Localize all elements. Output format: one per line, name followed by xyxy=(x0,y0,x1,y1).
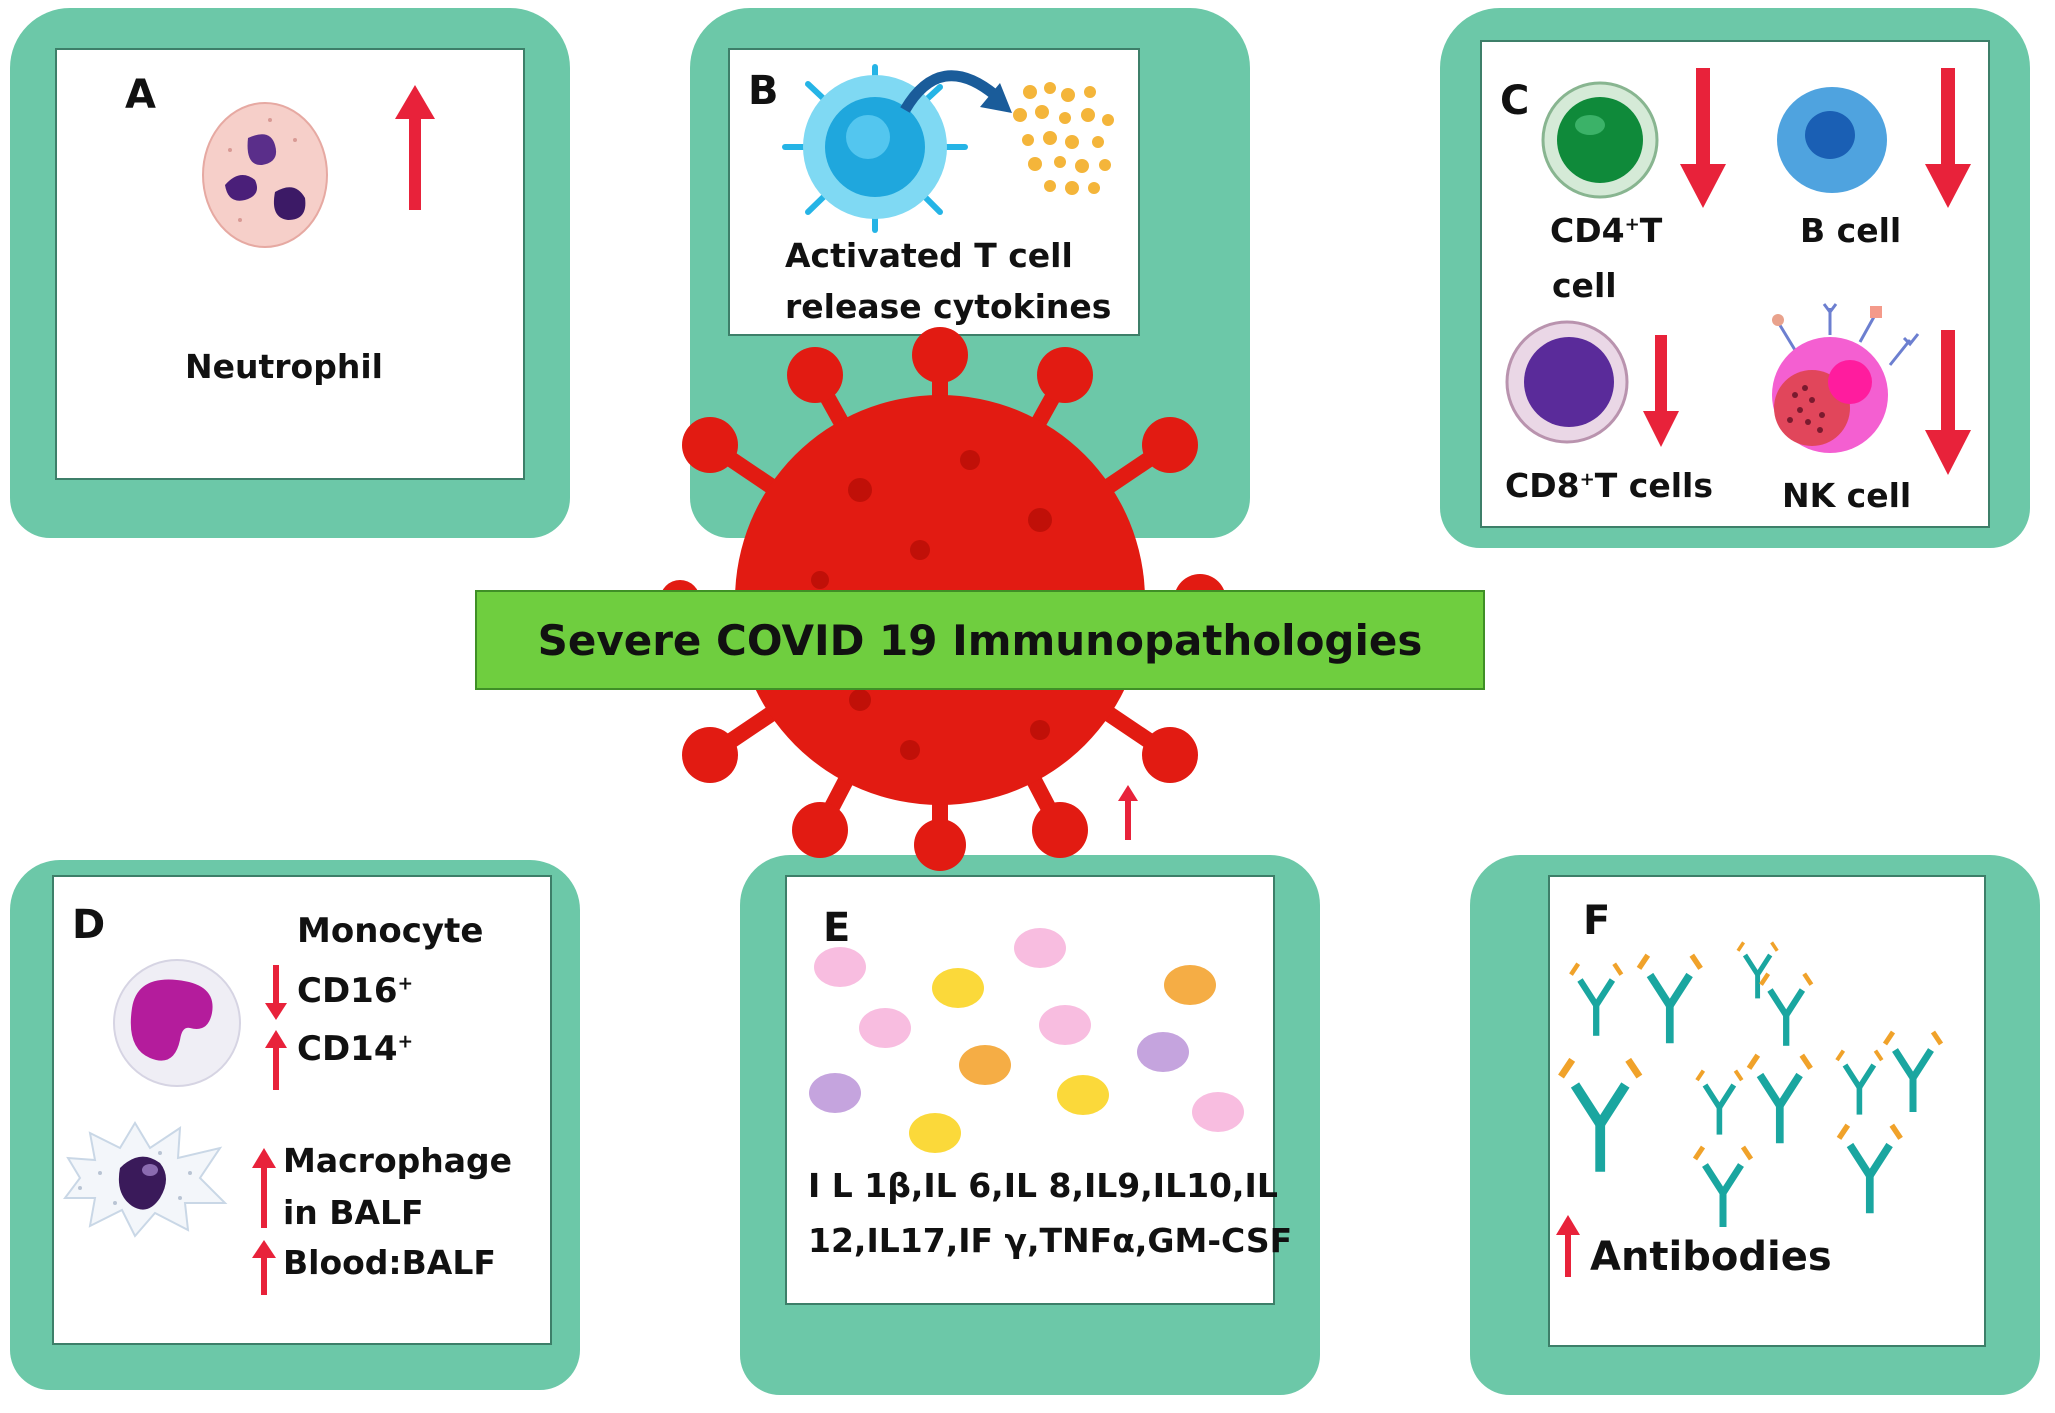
panel-f-letter: F xyxy=(1583,898,1611,944)
panel-d xyxy=(52,875,552,1345)
cd14-label: CD14+ xyxy=(297,1029,414,1069)
neutrophil-up-arrow-icon xyxy=(395,85,435,210)
antibodies-label: Antibodies xyxy=(1590,1234,1832,1280)
cytokine-dots-icon xyxy=(809,928,1244,1153)
cd8-down-arrow-icon xyxy=(1643,335,1679,447)
cd8-label: CD8+T cells xyxy=(1505,466,1713,505)
in-balf-label: in BALF xyxy=(283,1193,424,1232)
macrophage-label: Macrophage xyxy=(283,1141,513,1180)
neutrophil-label: Neutrophil xyxy=(185,347,383,386)
panel-b-line1: Activated T cell xyxy=(785,236,1073,275)
cytokine-cluster-icon xyxy=(1013,82,1114,195)
blood-balf-up-arrow-icon xyxy=(252,1240,276,1295)
blood-balf-label: Blood:BALF xyxy=(283,1243,496,1282)
monocyte-label: Monocyte xyxy=(297,911,484,951)
panel-b-letter: B xyxy=(748,68,779,114)
cd16-label: CD16+ xyxy=(297,971,414,1011)
cd14-up-arrow-icon xyxy=(265,1030,287,1090)
panel-e-letter: E xyxy=(823,905,851,951)
cd4-down-arrow-icon xyxy=(1680,68,1726,208)
cd4-t-cell-icon xyxy=(1541,81,1659,199)
monocyte-icon xyxy=(113,959,241,1087)
activated-t-cell-icon xyxy=(782,64,968,233)
b-cell-icon xyxy=(1777,87,1887,193)
banner-title: Severe COVID 19 Immunopathologies xyxy=(475,590,1485,690)
cd4-label-line2: cell xyxy=(1552,266,1617,305)
macrophage-up-arrow-icon xyxy=(252,1148,276,1228)
release-arrow-icon xyxy=(900,70,1012,113)
neutrophil-icon xyxy=(202,102,328,248)
bcell-down-arrow-icon xyxy=(1925,68,1971,208)
panel-d-letter: D xyxy=(72,902,106,948)
cd8-t-cell-icon xyxy=(1505,320,1629,444)
nk-label: NK cell xyxy=(1782,476,1912,515)
antibodies-up-arrow-icon xyxy=(1556,1215,1580,1277)
small-up-arrow-icon xyxy=(1118,785,1138,840)
macrophage-icon xyxy=(63,1121,228,1238)
cd16-down-arrow-icon xyxy=(265,965,287,1020)
panel-a-letter: A xyxy=(125,72,156,118)
antibody-icon xyxy=(1555,935,1975,1225)
cytokines-line2: 12,IL17,IF γ,TNFα,GM-CSF xyxy=(808,1221,1293,1260)
cd4-label-line1: CD4+T xyxy=(1550,211,1663,250)
panel-c-letter: C xyxy=(1500,78,1530,124)
nk-down-arrow-icon xyxy=(1925,330,1971,475)
nk-cell-icon xyxy=(1772,303,1920,453)
bcell-label: B cell xyxy=(1800,211,1902,250)
cytokines-line1: I L 1β,IL 6,IL 8,IL9,IL10,IL xyxy=(808,1166,1278,1205)
panel-b-line2: release cytokines xyxy=(785,287,1112,326)
